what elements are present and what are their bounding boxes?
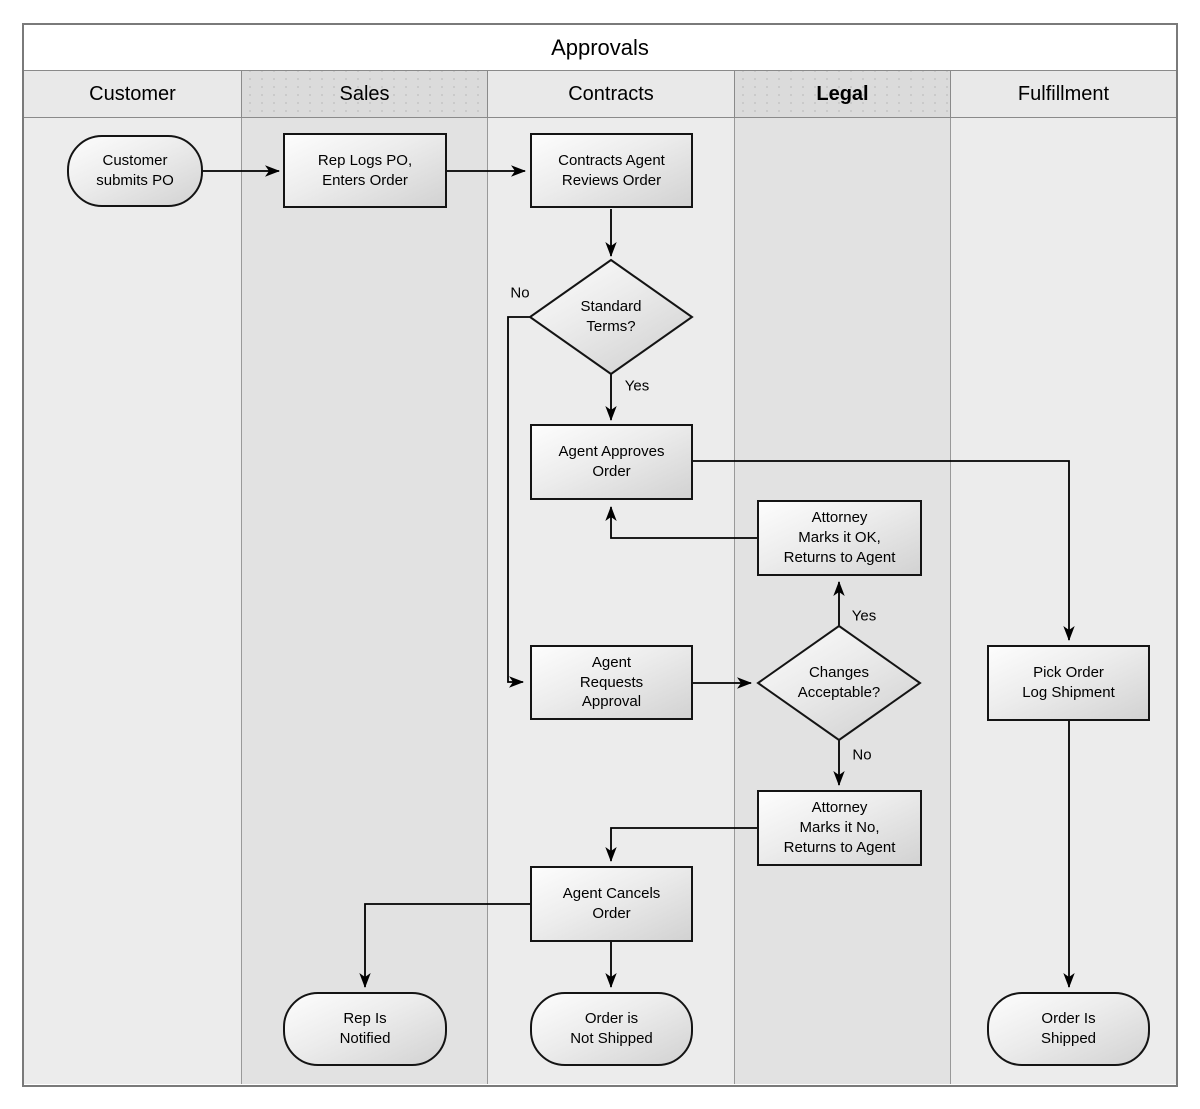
node-label: Customer submits PO [96, 152, 174, 189]
node-pick-order: Pick Order Log Shipment [987, 645, 1150, 721]
node-changes-acceptable-label: Changes Acceptable? [797, 664, 881, 701]
node-standard-terms-label: Standard Terms? [580, 298, 642, 335]
lane-header-label: Legal [816, 82, 869, 105]
node-agent-approves: Agent Approves Order [530, 424, 693, 500]
node-agent-requests-approval: Agent Requests Approval [530, 645, 693, 720]
lane-header-sales: Sales [242, 71, 488, 117]
pool-title: Approvals [24, 25, 1176, 71]
lane-header-customer: Customer [24, 71, 242, 117]
node-label: Agent Requests Approval [579, 653, 644, 711]
node-attorney-marks-ok: Attorney Marks it OK, Returns to Agent [757, 500, 922, 576]
node-label: Contracts Agent Reviews Order [558, 151, 665, 189]
edge-cancel-to-rep-notified [359, 903, 530, 988]
node-label: Pick Order Log Shipment [1022, 664, 1115, 701]
node-customer-submits-po: Customer submits PO [67, 135, 203, 207]
edge-label-standard-terms-yes: Yes [624, 377, 650, 395]
node-label: Agent Approves Order [558, 443, 665, 480]
node-label: Order is Not Shipped [570, 1010, 653, 1047]
lane-header-label: Sales [339, 82, 390, 105]
edge-approve-to-pick-order [693, 460, 1075, 641]
lane-fulfillment [951, 118, 1176, 1084]
lane-customer [24, 118, 242, 1084]
node-rep-logs-po: Rep Logs PO, Enters Order [283, 133, 447, 208]
lane-header-legal: Legal [735, 71, 951, 117]
node-attorney-marks-no: Attorney Marks it No, Returns to Agent [757, 790, 922, 866]
lane-header-label: Fulfillment [1017, 82, 1110, 105]
node-label: Rep Logs PO, Enters Order [317, 151, 413, 189]
node-label: Order Is Shipped [1040, 1010, 1097, 1047]
lane-header-label: Customer [89, 82, 176, 105]
edge-standard-terms-no [507, 316, 530, 688]
lane-legal [735, 118, 951, 1084]
lane-header-row: Customer Sales Contracts Legal Fulfillme… [24, 71, 1176, 118]
node-label: Attorney Marks it No, Returns to Agent [783, 799, 896, 856]
node-contracts-agent-reviews: Contracts Agent Reviews Order [530, 133, 693, 208]
node-label: Agent Cancels Order [562, 885, 661, 922]
lane-header-fulfillment: Fulfillment [951, 71, 1176, 117]
node-order-shipped: Order Is Shipped [987, 992, 1150, 1066]
edge-attorney-ok-to-approve [605, 506, 757, 539]
node-label: Rep Is Notified [339, 1010, 391, 1047]
node-label: Attorney Marks it OK, Returns to Agent [783, 509, 896, 566]
edge-label-standard-terms-no: No [510, 284, 530, 302]
lane-header-label: Contracts [568, 82, 654, 105]
node-standard-terms-shape [528, 258, 694, 376]
node-rep-notified: Rep Is Notified [283, 992, 447, 1066]
edge-attorney-no-to-cancel [605, 827, 757, 862]
lane-header-contracts: Contracts [488, 71, 735, 117]
edge-label-changes-yes: Yes [851, 607, 877, 625]
node-order-not-shipped: Order is Not Shipped [530, 992, 693, 1066]
node-changes-acceptable-shape [756, 624, 922, 742]
edge-label-changes-no: No [852, 746, 872, 764]
node-agent-cancels: Agent Cancels Order [530, 866, 693, 942]
